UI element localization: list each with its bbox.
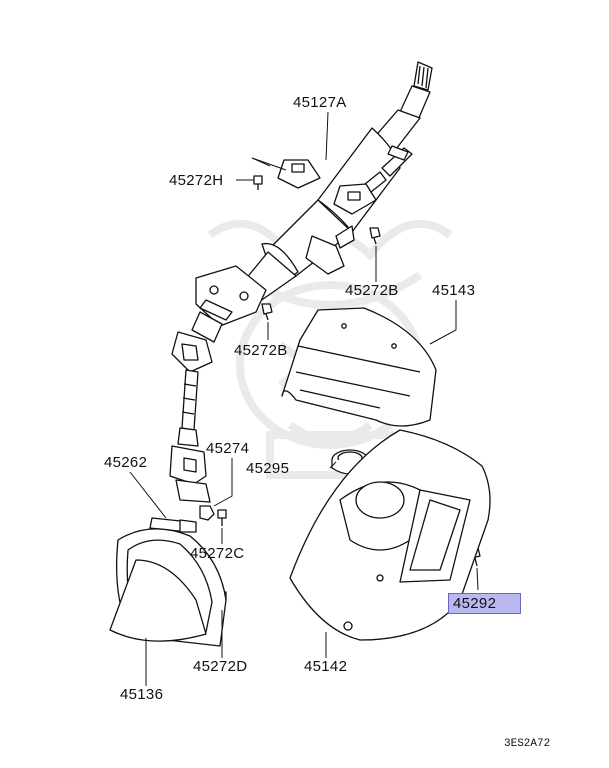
intermediate-shaft [177,369,199,447]
lower-column-cover [289,429,491,641]
callout-label: 45262 [104,454,148,471]
upper-column-cover [281,307,437,427]
column-flange [195,265,267,327]
nut-45274 [199,505,215,521]
steering-shaft-top [399,61,433,121]
universal-joint-lower [169,445,211,503]
leader-lines [129,111,479,686]
bolt-45272h [253,175,263,190]
callout-label: 45136 [120,686,164,703]
callout-label: 45272C [190,545,245,562]
callout-label: 45295 [246,460,290,477]
callout-label: 45272B [234,342,288,359]
callout-label: 45143 [432,282,476,299]
callout-label-highlighted[interactable]: 45292 [448,593,522,614]
callout-label: 45142 [304,658,348,675]
bolt-45272b-lower [261,303,273,321]
callout-label: 45272H [169,172,224,189]
callout-label: 45272D [193,658,248,675]
callout-label: 45274 [206,440,250,457]
bolt-45272c [217,509,227,526]
callout-label: 45127A [293,94,347,111]
dust-boot [109,528,227,647]
seal-clamp [149,517,197,533]
bolt-45272b-upper [369,227,381,245]
callout-label: 45272B [345,282,399,299]
steering-column-tube [239,109,421,305]
diagram-code: 3ES2A72 [504,738,551,750]
universal-joint-upper [171,311,223,373]
